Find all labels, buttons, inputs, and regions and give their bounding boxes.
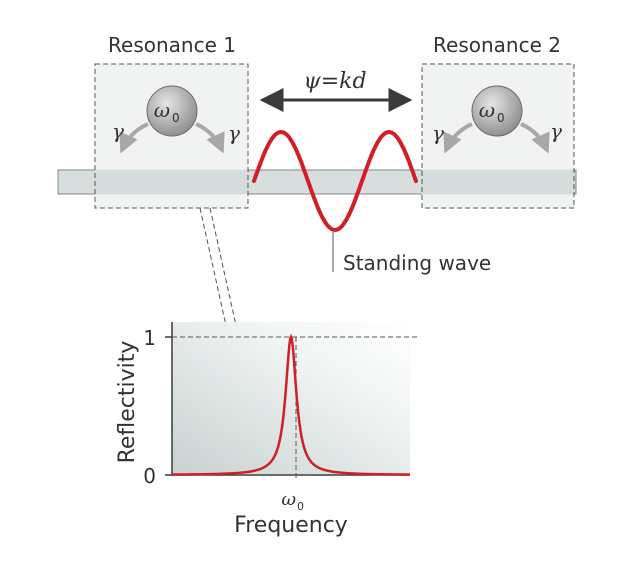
plot-background: [172, 322, 410, 474]
x-axis-label: Frequency: [234, 513, 348, 538]
y-tick-label-1: 1: [143, 326, 156, 350]
decay-arrow-left-a: [119, 122, 149, 154]
resonance-box-left: Resonance 1 ω 0 γ γ: [94, 33, 249, 209]
decay-arrow-right-a: [443, 122, 473, 154]
resonator-right-omega: ω: [479, 98, 495, 122]
gamma-left-a: γ: [112, 119, 124, 143]
gamma-right-b: γ: [550, 119, 562, 143]
decay-arrow-left-b: [195, 122, 225, 154]
resonance-left-label: Resonance 1: [108, 33, 236, 57]
resonance-right-label: Resonance 2: [433, 33, 561, 57]
x-tick-label-omega: ω: [281, 489, 296, 510]
resonator-right: [471, 85, 523, 137]
resonator-left-omega: ω: [154, 98, 170, 122]
x-tick-label-omega-sub: 0: [297, 500, 304, 513]
resonator-right-omega-sub: 0: [497, 111, 505, 125]
zoom-line-a: [199, 207, 228, 331]
gamma-right-a: γ: [432, 121, 444, 145]
y-tick-label-0: 0: [143, 464, 156, 488]
reflectivity-curve: [172, 333, 410, 476]
standing-wave-label: Standing wave: [343, 251, 491, 275]
zoom-line-b: [209, 207, 238, 331]
phase-label: ψ=kd: [303, 69, 366, 94]
resonance-box-right: Resonance 2 ω 0 γ γ: [421, 33, 575, 209]
resonator-left: [146, 85, 198, 137]
gamma-left-b: γ: [228, 121, 240, 145]
decay-arrow-right-b: [520, 122, 550, 154]
standing-wave: [252, 129, 418, 233]
y-axis-label: Reflectivity: [115, 341, 140, 464]
phase-arrow: ψ=kd: [259, 69, 413, 112]
resonator-left-omega-sub: 0: [172, 111, 180, 125]
reflectivity-plot: 1 0 Reflectivity ω 0 Frequency: [115, 322, 418, 538]
